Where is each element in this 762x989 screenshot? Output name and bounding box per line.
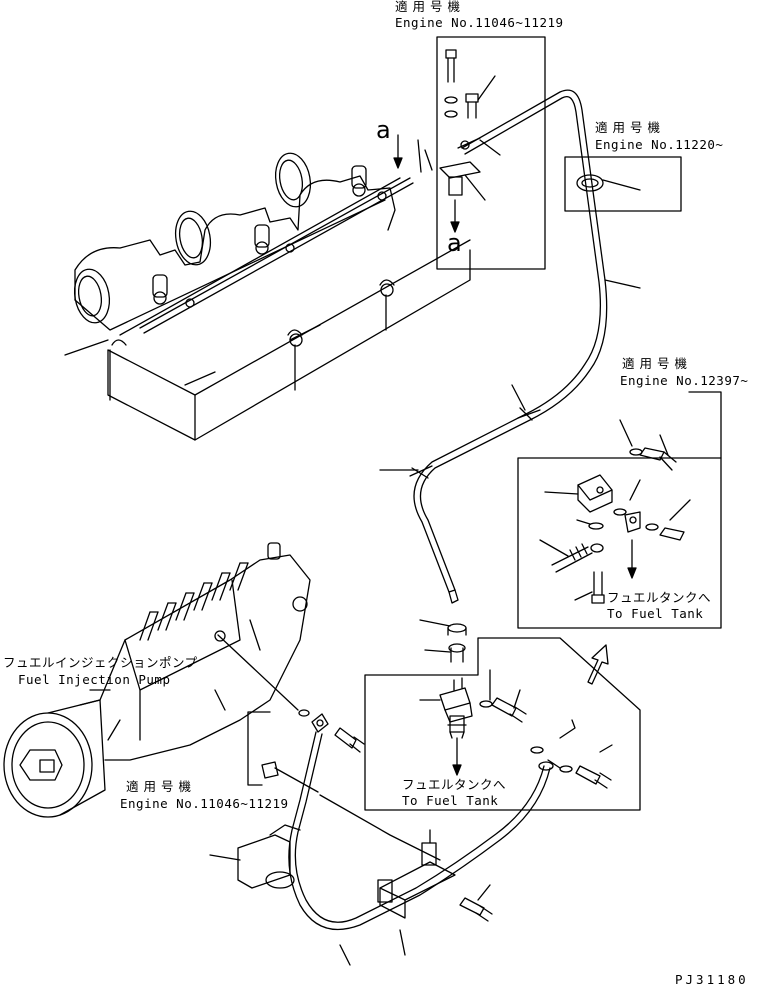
pump-label-jp: フュエルインジェクションポンプ bbox=[3, 655, 198, 670]
top-applicable-en: Engine No.11046~11219 bbox=[395, 15, 564, 30]
inset-box-top bbox=[436, 36, 546, 270]
mid-applicable-en: Engine No.11220~ bbox=[595, 137, 724, 152]
tank-right-en: To Fuel Tank bbox=[607, 606, 704, 621]
right-applicable-en: Engine No.12397~ bbox=[620, 373, 749, 388]
fuel-injection-pump bbox=[3, 542, 311, 818]
drain-hose-assembly bbox=[209, 709, 554, 966]
inset-box-right bbox=[517, 391, 722, 685]
tank-bottom-jp: フュエルタンクへ bbox=[402, 777, 507, 792]
view-a-label-top: a bbox=[376, 116, 391, 144]
tank-bottom-en: To Fuel Tank bbox=[402, 793, 499, 808]
mid-applicable-jp: 適用号機 bbox=[595, 120, 666, 135]
inset-box-mid bbox=[564, 156, 682, 212]
bottom-applicable-en: Engine No.11046~11219 bbox=[120, 796, 289, 811]
inset-box-drain bbox=[364, 619, 641, 811]
right-applicable-jp: 適用号機 bbox=[622, 356, 693, 371]
tank-right-jp: フュエルタンクへ bbox=[607, 590, 712, 605]
top-applicable-jp: 適用号機 bbox=[395, 0, 466, 14]
drawing-code: PJ31180 bbox=[675, 972, 749, 987]
overflow-pipe bbox=[379, 89, 641, 604]
bottom-applicable-jp: 適用号機 bbox=[126, 779, 197, 794]
view-a-label-bottom: a bbox=[447, 229, 462, 257]
pump-label-en: Fuel Injection Pump bbox=[18, 672, 171, 687]
engine-block bbox=[64, 134, 471, 441]
